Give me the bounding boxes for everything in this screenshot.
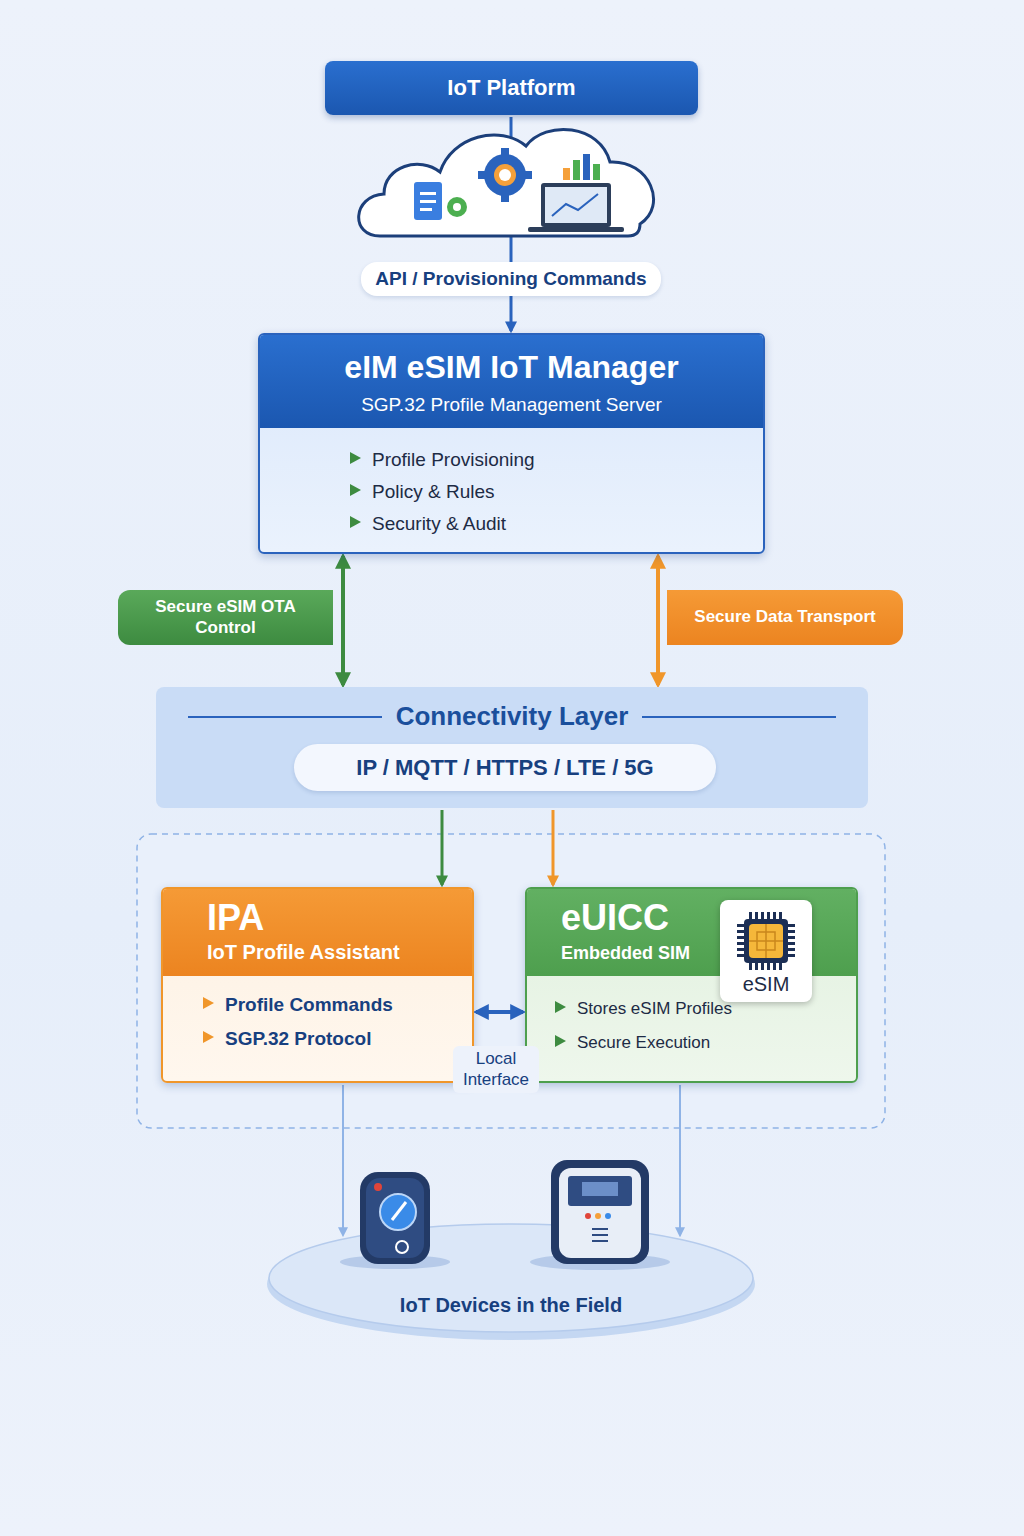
bullet-row: SGP.32 Protocol — [203, 1022, 472, 1056]
band-title-row: Connectivity Layer — [188, 701, 836, 732]
connector-arrow — [656, 556, 660, 685]
connector-arrow — [441, 810, 444, 885]
box-subtitle: IoT Profile Assistant — [207, 941, 472, 964]
bullet-text: SGP.32 Protocol — [225, 1028, 371, 1050]
platform-header: IoT Platform — [325, 61, 698, 115]
edge-label: Secure Data Transport — [667, 590, 903, 645]
connectivity-band: Connectivity Layer IP / MQTT / HTTPS / LT… — [156, 687, 868, 808]
bullet-text: Secure Execution — [577, 1033, 710, 1053]
chip-icon — [731, 906, 801, 976]
euicc-box: eUICCEmbedded SIMStores eSIM ProfilesSec… — [525, 887, 858, 1083]
box-header: eIM eSIM IoT ManagerSGP.32 Profile Manag… — [260, 335, 763, 428]
box-body: Profile ProvisioningPolicy & RulesSecuri… — [260, 428, 763, 540]
bullet-text: Policy & Rules — [372, 481, 495, 503]
band-title: Connectivity Layer — [396, 701, 629, 732]
bullet-triangle — [350, 484, 361, 496]
box-title: eIM eSIM IoT Manager — [260, 349, 763, 386]
connector-arrow — [342, 1085, 344, 1235]
platform-label: IoT Devices in the Field — [265, 1294, 757, 1317]
cloud-illustration — [359, 129, 654, 236]
bullet-row: Profile Commands — [203, 988, 472, 1022]
card-label: eSIM — [720, 973, 812, 996]
divider-line — [188, 716, 382, 718]
bullet-text: Security & Audit — [372, 513, 506, 535]
connector-arrow — [552, 810, 555, 885]
box-title: IPA — [207, 897, 472, 939]
bullet-triangle — [203, 997, 214, 1009]
bullet-text: Profile Commands — [225, 994, 393, 1016]
ipa-box: IPAIoT Profile AssistantProfile Commands… — [161, 887, 474, 1083]
bullet-triangle — [555, 1001, 566, 1013]
bullet-row: Profile Provisioning — [350, 444, 763, 476]
manager-box: eIM eSIM IoT ManagerSGP.32 Profile Manag… — [258, 333, 765, 554]
esim-card: eSIM — [720, 900, 812, 1002]
bullet-triangle — [350, 452, 361, 464]
field-platform: IoT Devices in the Field — [265, 1218, 757, 1343]
node-label: IP / MQTT / HTTPS / LTE / 5G — [356, 755, 653, 781]
edge-label: API / Provisioning Commands — [361, 262, 660, 296]
node-label: IoT Platform — [447, 75, 575, 101]
bullet-text: Profile Provisioning — [372, 449, 535, 471]
bullet-triangle — [350, 516, 361, 528]
edge-label: Local Interface — [453, 1046, 539, 1093]
bullet-row: Security & Audit — [350, 508, 763, 540]
box-subtitle: SGP.32 Profile Management Server — [260, 394, 763, 416]
bullet-row: Policy & Rules — [350, 476, 763, 508]
connector-arrow — [341, 556, 345, 685]
box-header: IPAIoT Profile Assistant — [163, 889, 472, 976]
bullet-triangle — [555, 1035, 566, 1047]
connector-arrow — [679, 1085, 681, 1235]
bullet-text: Stores eSIM Profiles — [577, 999, 732, 1019]
connector-arrow — [476, 1010, 523, 1014]
box-body: Profile CommandsSGP.32 Protocol — [163, 976, 472, 1056]
bullet-row: Secure Execution — [555, 1026, 856, 1060]
device-group-outline — [137, 834, 885, 1128]
bullet-triangle — [203, 1031, 214, 1043]
platform-ellipse — [265, 1218, 757, 1343]
protocol-pill: IP / MQTT / HTTPS / LTE / 5G — [294, 744, 716, 791]
edge-label: Secure eSIM OTA Control — [118, 590, 333, 645]
divider-line — [642, 716, 836, 718]
